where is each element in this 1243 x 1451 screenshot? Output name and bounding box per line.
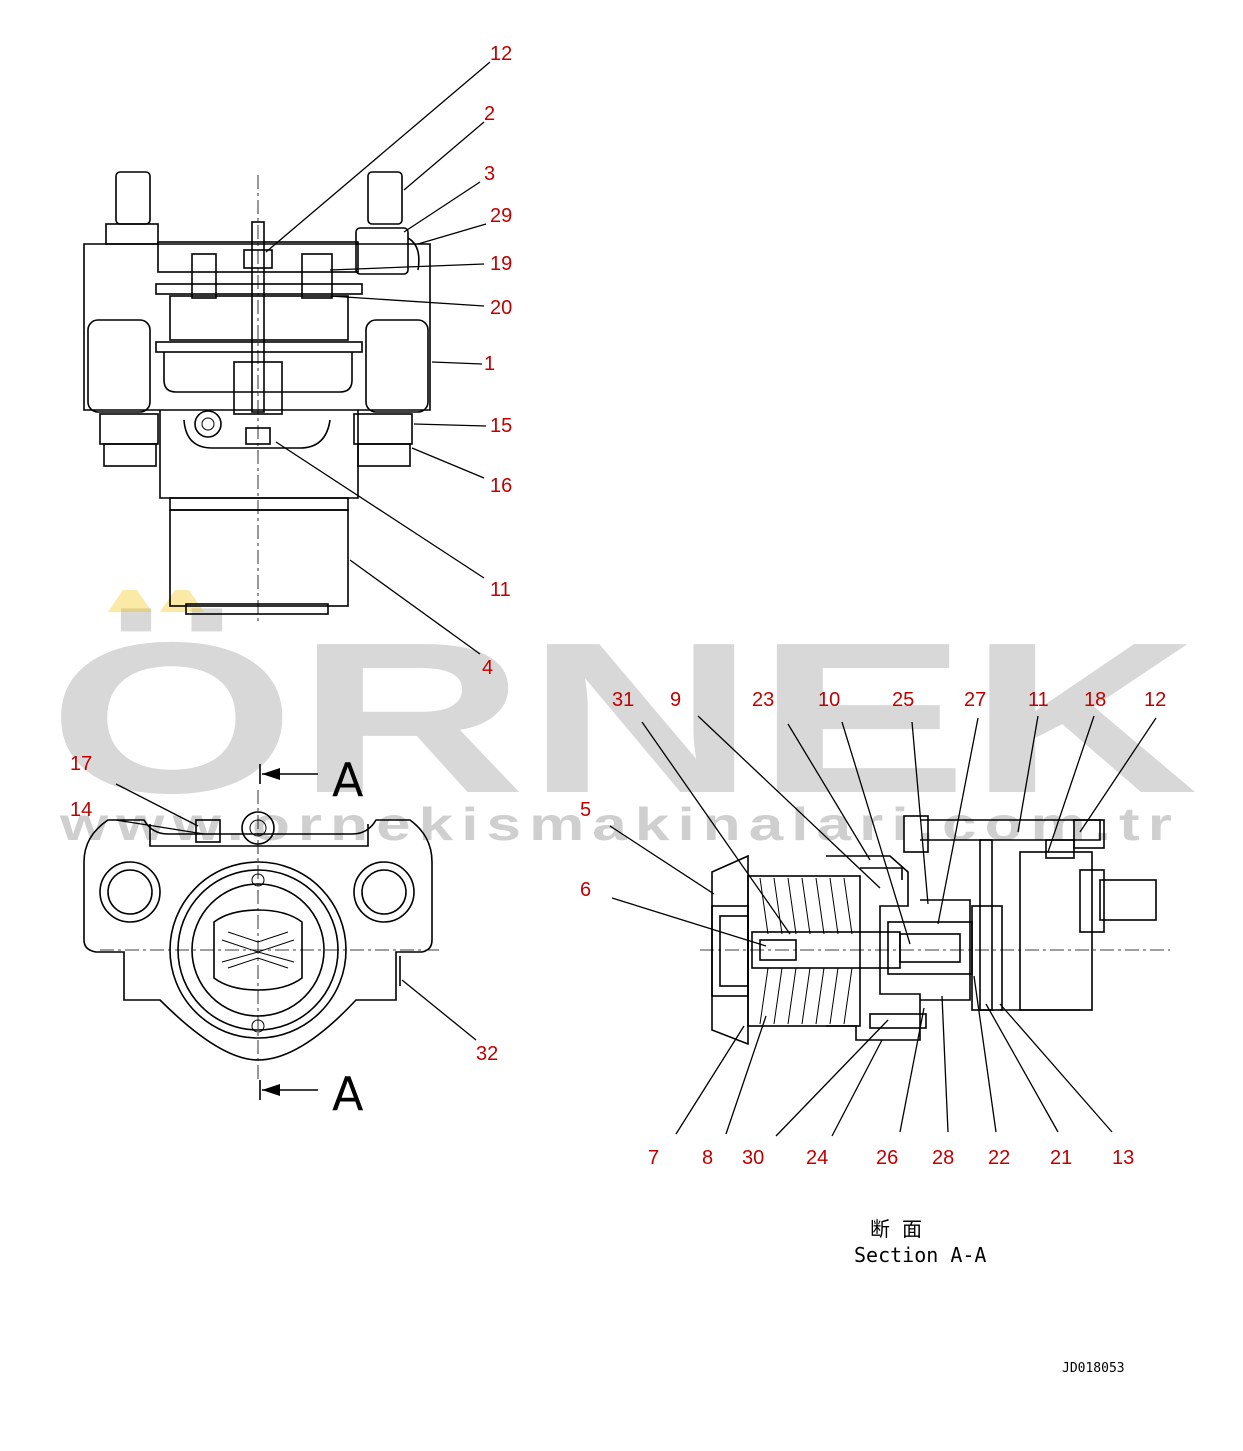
- label-9: 9: [670, 689, 681, 711]
- label-21: 21: [1050, 1147, 1072, 1169]
- end-view-leaders: [115, 783, 477, 1041]
- label-26: 26: [876, 1147, 898, 1169]
- label-2: 2: [484, 103, 495, 125]
- label-25: 25: [892, 689, 914, 711]
- section-caption: 断 面 Section A-A: [854, 1217, 986, 1267]
- label-14: 14: [70, 799, 92, 821]
- top-view-labels: 12 2 3 29 19 20 1 15 16 11 4: [482, 43, 512, 679]
- label-24: 24: [806, 1147, 828, 1169]
- label-13: 13: [1112, 1147, 1134, 1169]
- label-23: 23: [752, 689, 774, 711]
- label-31: 31: [612, 689, 634, 711]
- label-19: 19: [490, 253, 512, 275]
- label-29: 29: [490, 205, 512, 227]
- section-marker-bottom: A: [259, 1067, 364, 1121]
- section-marker-top: A: [259, 753, 364, 807]
- watermark-brand: ÖRNEK: [48, 597, 1198, 838]
- section-caption-jp: 断 面: [870, 1217, 922, 1241]
- section-view-drawing: [700, 815, 1170, 1046]
- label-4: 4: [482, 657, 493, 679]
- drawing-id: JD018053: [1062, 1361, 1125, 1376]
- label-1: 1: [484, 353, 495, 375]
- section-letter-bottom: A: [332, 1067, 364, 1121]
- label-5: 5: [580, 799, 591, 821]
- section-view-leaders: [609, 715, 1157, 1137]
- label-8: 8: [702, 1147, 713, 1169]
- label-3: 3: [484, 163, 495, 185]
- label-18: 18: [1084, 689, 1106, 711]
- watermark-url: www.ornekismakinalari.com.tr: [59, 798, 1180, 850]
- label-12: 12: [490, 43, 512, 65]
- label-28: 28: [932, 1147, 954, 1169]
- end-view-labels: 17 14 32: [70, 753, 498, 1065]
- section-view-labels: 31 9 23 10 25 27 11 18 12 5 6 7 8 30 24 …: [580, 689, 1166, 1169]
- label-16: 16: [490, 475, 512, 497]
- label-22: 22: [988, 1147, 1010, 1169]
- top-view-leaders: [265, 61, 491, 655]
- section-letter-top: A: [332, 753, 364, 807]
- watermark: ÖRNEK www.ornekismakinalari.com.tr: [48, 590, 1198, 850]
- top-view-drawing: [83, 171, 431, 625]
- label-11: 11: [490, 579, 511, 601]
- label-15: 15: [490, 415, 512, 437]
- label-10: 10: [818, 689, 840, 711]
- label-6: 6: [580, 879, 591, 901]
- label-30: 30: [742, 1147, 764, 1169]
- watermark-accent-left: [108, 590, 152, 612]
- label-12-section: 12: [1144, 689, 1166, 711]
- label-20: 20: [490, 297, 512, 319]
- label-27: 27: [964, 689, 986, 711]
- label-11-section: 11: [1028, 689, 1049, 711]
- label-7: 7: [648, 1147, 659, 1169]
- label-32: 32: [476, 1043, 498, 1065]
- label-17: 17: [70, 753, 92, 775]
- section-caption-en: Section A-A: [854, 1243, 986, 1267]
- end-view-drawing: [83, 790, 440, 1080]
